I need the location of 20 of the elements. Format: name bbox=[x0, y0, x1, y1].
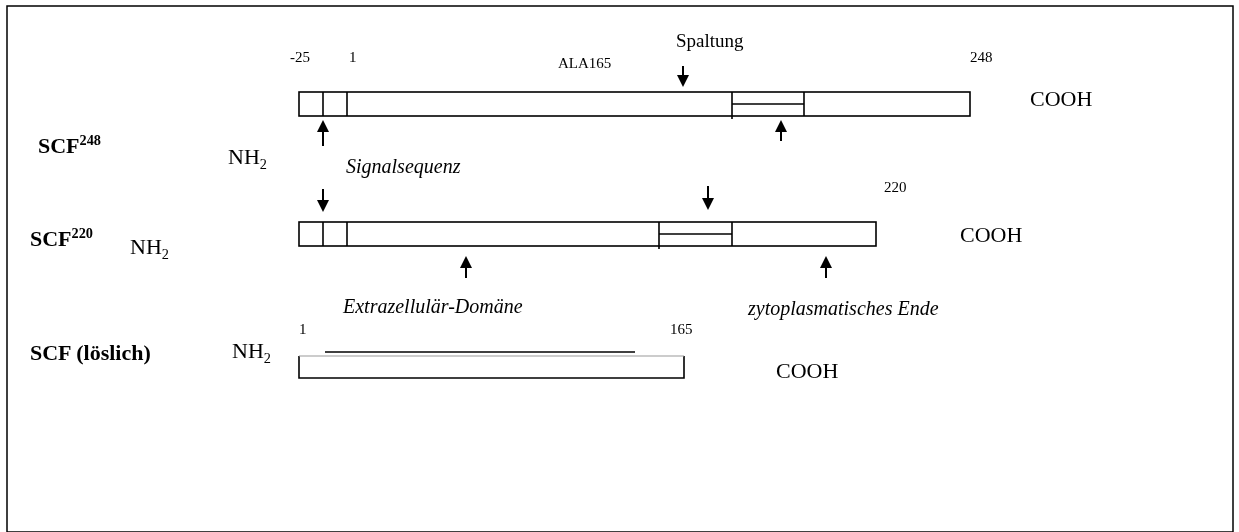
terminus-label: COOH bbox=[1030, 88, 1093, 110]
position-number: 248 bbox=[970, 50, 993, 65]
position-number: 1 bbox=[299, 322, 307, 337]
protein-name: SCF$^{220}$ bbox=[30, 228, 93, 250]
terminus-label: COOH bbox=[776, 360, 839, 382]
terminus-label: NH$_{2}$ bbox=[232, 340, 271, 362]
terminus-label: COOH bbox=[960, 224, 1023, 246]
region-label: Signalsequenz bbox=[346, 156, 461, 176]
terminus-label: NH$_{2}$ bbox=[130, 236, 169, 258]
cleavage-label: Spaltung bbox=[676, 31, 744, 50]
residue-label: ALA165 bbox=[558, 56, 612, 71]
position-number: 220 bbox=[884, 180, 907, 195]
position-number: 165 bbox=[670, 322, 693, 337]
position-number: 1 bbox=[349, 50, 357, 65]
protein-name: SCF$^{248}$ bbox=[38, 135, 101, 157]
position-number: -25 bbox=[290, 50, 310, 65]
region-label: Extrazellulär-Domäne bbox=[343, 296, 523, 316]
protein-name: SCF (löslich) bbox=[30, 342, 151, 364]
region-label: zytoplasmatisches Ende bbox=[748, 298, 939, 318]
terminus-label: NH$_{2}$ bbox=[228, 146, 267, 168]
